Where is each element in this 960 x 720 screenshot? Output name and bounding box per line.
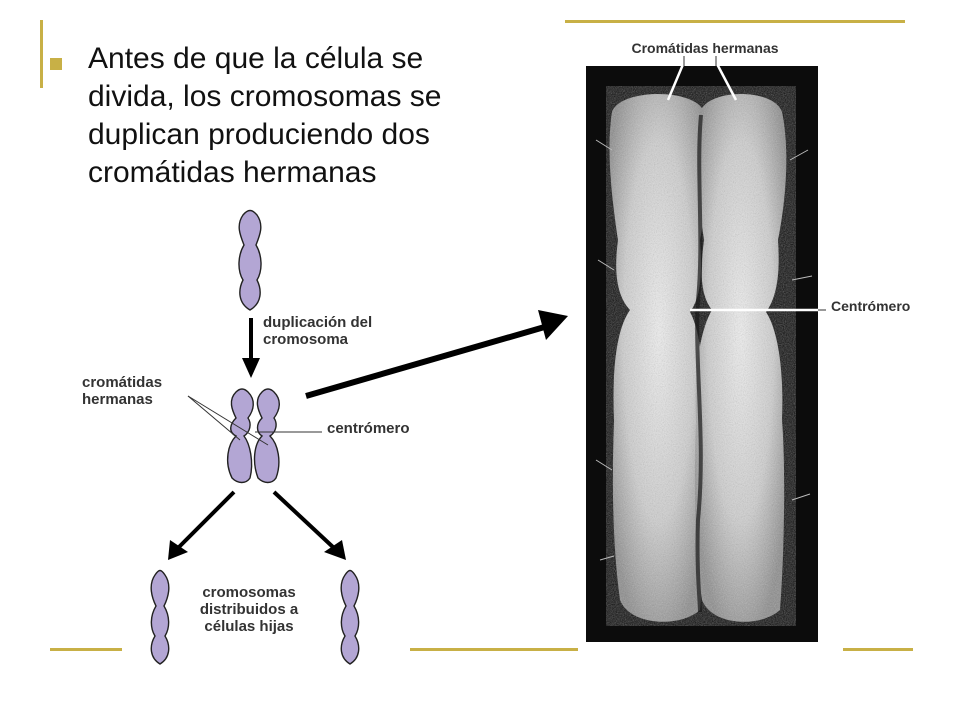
label-daughter-cells: cromosomas distribuidos a células hijas	[199, 584, 299, 635]
chromosome-single	[238, 209, 262, 311]
label-micro-sister-chromatids: Cromátidas hermanas	[631, 40, 779, 56]
pointer-arrowhead	[538, 310, 568, 340]
bullet-text: Antes de que la célula se divida, los cr…	[88, 42, 442, 189]
micrograph-photo	[586, 66, 818, 642]
leader-line-micro-chromatid-left	[666, 61, 686, 101]
leader-line-chromatids-2	[187, 395, 269, 446]
arrowhead-daughter-right	[324, 540, 346, 560]
daughter-chromosome-left	[150, 569, 170, 665]
leader-line-chromatids-1	[187, 395, 241, 441]
bottom-rule-middle	[410, 648, 578, 651]
duplication-arrowhead	[242, 358, 260, 378]
label-duplication: duplicación del cromosoma	[263, 314, 373, 348]
arrowhead-daughter-left	[168, 540, 188, 560]
bottom-rule-left	[50, 648, 122, 651]
top-rule	[565, 20, 905, 23]
pointer-arrow-to-micrograph	[305, 323, 549, 399]
label-micro-centromere: Centrómero	[831, 298, 911, 314]
chromatid-left	[226, 388, 254, 484]
chromatid-right	[253, 388, 280, 484]
arrow-to-daughter-left	[176, 490, 236, 550]
arrow-to-daughter-right	[272, 490, 336, 550]
daughter-chromosome-right	[340, 569, 360, 665]
leader-line-micro-chromatid-right	[714, 61, 738, 101]
bullet-square-icon	[50, 58, 62, 70]
top-left-rule	[40, 20, 43, 88]
label-sister-chromatids: cromátidas hermanas	[82, 374, 163, 408]
label-centromere: centrómero	[327, 420, 410, 437]
bottom-rule-right	[843, 648, 913, 651]
